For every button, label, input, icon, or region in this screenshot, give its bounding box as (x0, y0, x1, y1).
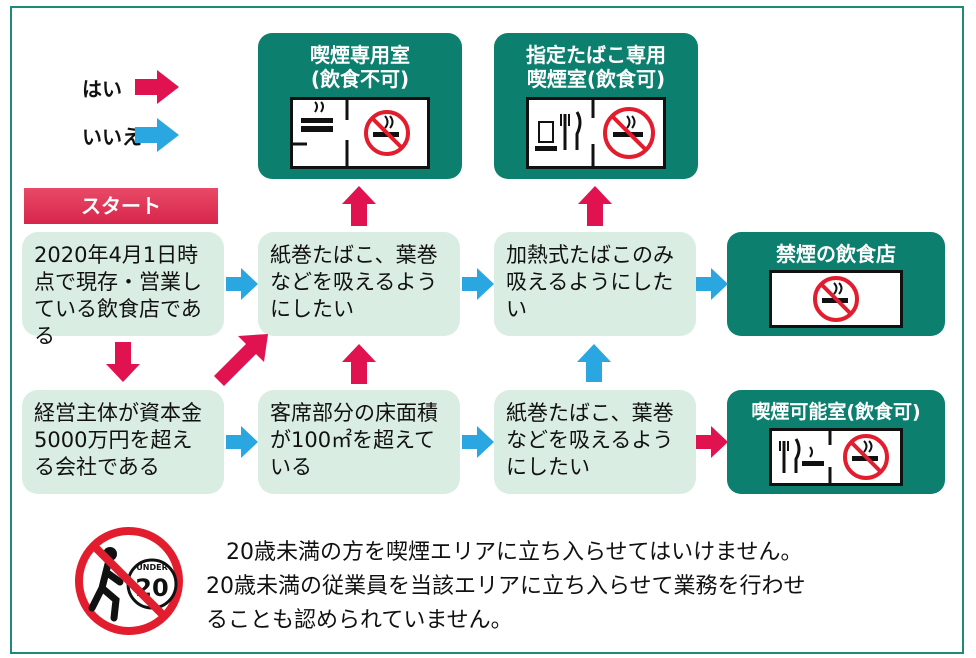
smoking-allowed-sign (769, 428, 903, 486)
legend-no-arrow (135, 118, 179, 152)
result-heated-tobacco-room-subtitle: 喫煙室(飲食可) (526, 67, 666, 91)
result-non-smoking-restaurant: 禁煙の飲食店 (727, 232, 945, 336)
arrow-yes-q5-to-q2 (342, 344, 376, 384)
arrow-no-q5-to-q6 (462, 426, 494, 458)
arrow-no-q4-to-q5 (226, 426, 258, 458)
no-smoking-icon (843, 434, 889, 480)
result-heated-tobacco-room-title: 指定たばこ専用 (526, 43, 666, 67)
result-smoking-room-subtitle: (飲食不可) (310, 67, 410, 91)
result-smoking-room-title: 喫煙専用室 (310, 43, 410, 67)
no-smoking-icon (813, 276, 859, 322)
smoking-icon (802, 446, 824, 466)
arrow-no-q1-to-q2 (226, 268, 258, 300)
under-label: UNDER (136, 563, 167, 572)
question-box-5: 客席部分の床面積が100㎡を超えている (258, 390, 460, 494)
notice-line-3: ることも認められていません。 (206, 608, 513, 633)
fork-knife-icon (779, 438, 801, 473)
result-heated-tobacco-room: 指定たばこ専用 喫煙室(飲食可) (494, 33, 698, 179)
result-smoking-allowed-title: 喫煙可能室(飲食可) (751, 401, 921, 423)
fork-knife-icon (560, 111, 582, 150)
result-non-smoking-title: 禁煙の飲食店 (776, 242, 896, 266)
legend-no-label: いいえ (82, 125, 142, 149)
legend-yes-label: はい (82, 77, 122, 101)
smoking-icon (301, 101, 333, 132)
arrow-yes-q3-to-result (578, 186, 612, 226)
arrow-yes-q1-to-q4 (106, 342, 140, 382)
arrow-no-q6-to-q3 (577, 344, 611, 382)
heated-tobacco-icon (535, 121, 557, 151)
legend-yes-arrow (135, 70, 179, 104)
start-label: スタート (24, 188, 218, 224)
arrow-yes-q6-to-result (696, 426, 728, 458)
arrow-yes-q2-to-result (342, 186, 376, 226)
no-smoking-icon (603, 107, 655, 159)
non-smoking-sign (769, 270, 903, 328)
question-box-3: 加熱式たばこのみ吸えるようにしたい (494, 232, 696, 336)
arrow-yes-q4-to-q2 (214, 334, 268, 386)
question-box-6: 紙巻たばこ、葉巻などを吸えるようにしたい (494, 390, 696, 494)
no-smoking-icon (364, 110, 410, 156)
arrow-no-q3-to-result (696, 268, 728, 300)
question-box-1: 2020年4月1日時点で現存・営業している飲食店である (22, 232, 224, 348)
arrow-no-q2-to-q3 (462, 268, 494, 300)
question-box-2: 紙巻たばこ、葉巻などを吸えるようにしたい (258, 232, 460, 336)
result-smoking-allowed-room: 喫煙可能室(飲食可) (727, 390, 945, 494)
notice-line-1: 20歳未満の方を喫煙エリアに立ち入らせてはいけません。 (226, 540, 803, 565)
no-entry-under-20-icon: UNDER 20 (75, 527, 183, 635)
smoking-room-sign (290, 97, 430, 169)
question-box-4: 経営主体が資本金5000万円を超える会社である (22, 390, 224, 494)
notice-line-2: 20歳未満の従業員を当該エリアに立ち入らせて業務を行わせ (206, 574, 806, 599)
heated-tobacco-room-sign (526, 97, 666, 169)
notice-text: 20歳未満の方を喫煙エリアに立ち入らせてはいけません。 20歳未満の従業員を当該… (206, 536, 946, 638)
result-smoking-room: 喫煙専用室 (飲食不可) (258, 33, 462, 179)
